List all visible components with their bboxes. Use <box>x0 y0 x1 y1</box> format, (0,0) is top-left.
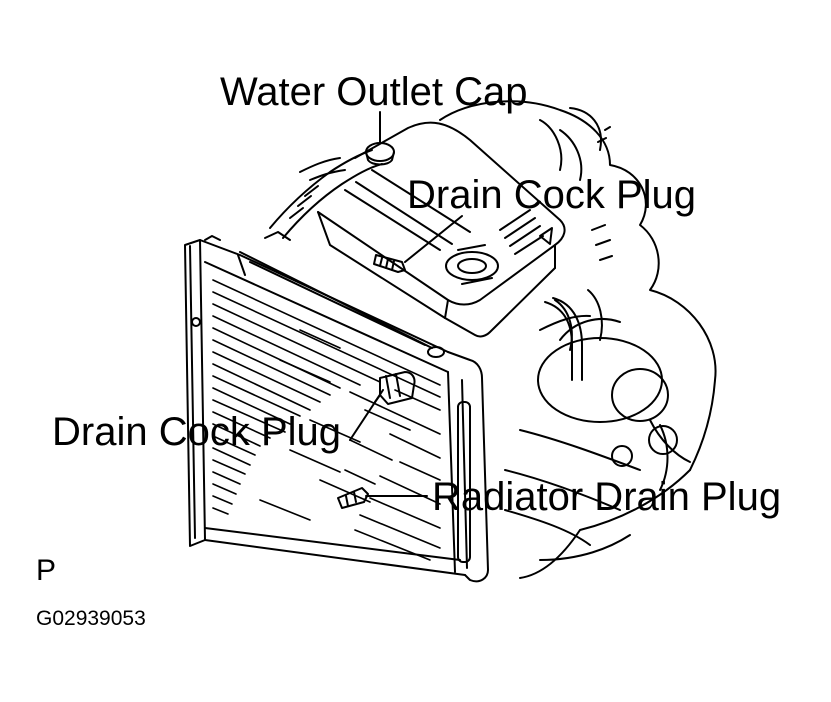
view-letter: P <box>36 554 57 587</box>
upper-hose <box>269 149 383 239</box>
radiator-core <box>212 279 441 561</box>
drain-cock-plug-top-part <box>373 254 406 273</box>
water-outlet-cap <box>365 142 395 166</box>
label-water-outlet-cap: Water Outlet Cap <box>220 70 528 114</box>
leader-drain-cock-left <box>349 389 384 441</box>
label-radiator-drain-plug: Radiator Drain Plug <box>432 475 782 519</box>
radiator-drain-plug-part <box>337 487 369 509</box>
label-drain-cock-plug-left: Drain Cock Plug <box>52 410 342 454</box>
cylinder-head <box>317 121 566 338</box>
leader-lines <box>349 111 463 497</box>
engine-block <box>439 100 717 579</box>
radiator <box>184 231 489 583</box>
figure-code: G02939053 <box>36 607 146 630</box>
leader-drain-cock-top <box>404 215 463 263</box>
label-drain-cock-plug-top: Drain Cock Plug <box>407 173 697 217</box>
